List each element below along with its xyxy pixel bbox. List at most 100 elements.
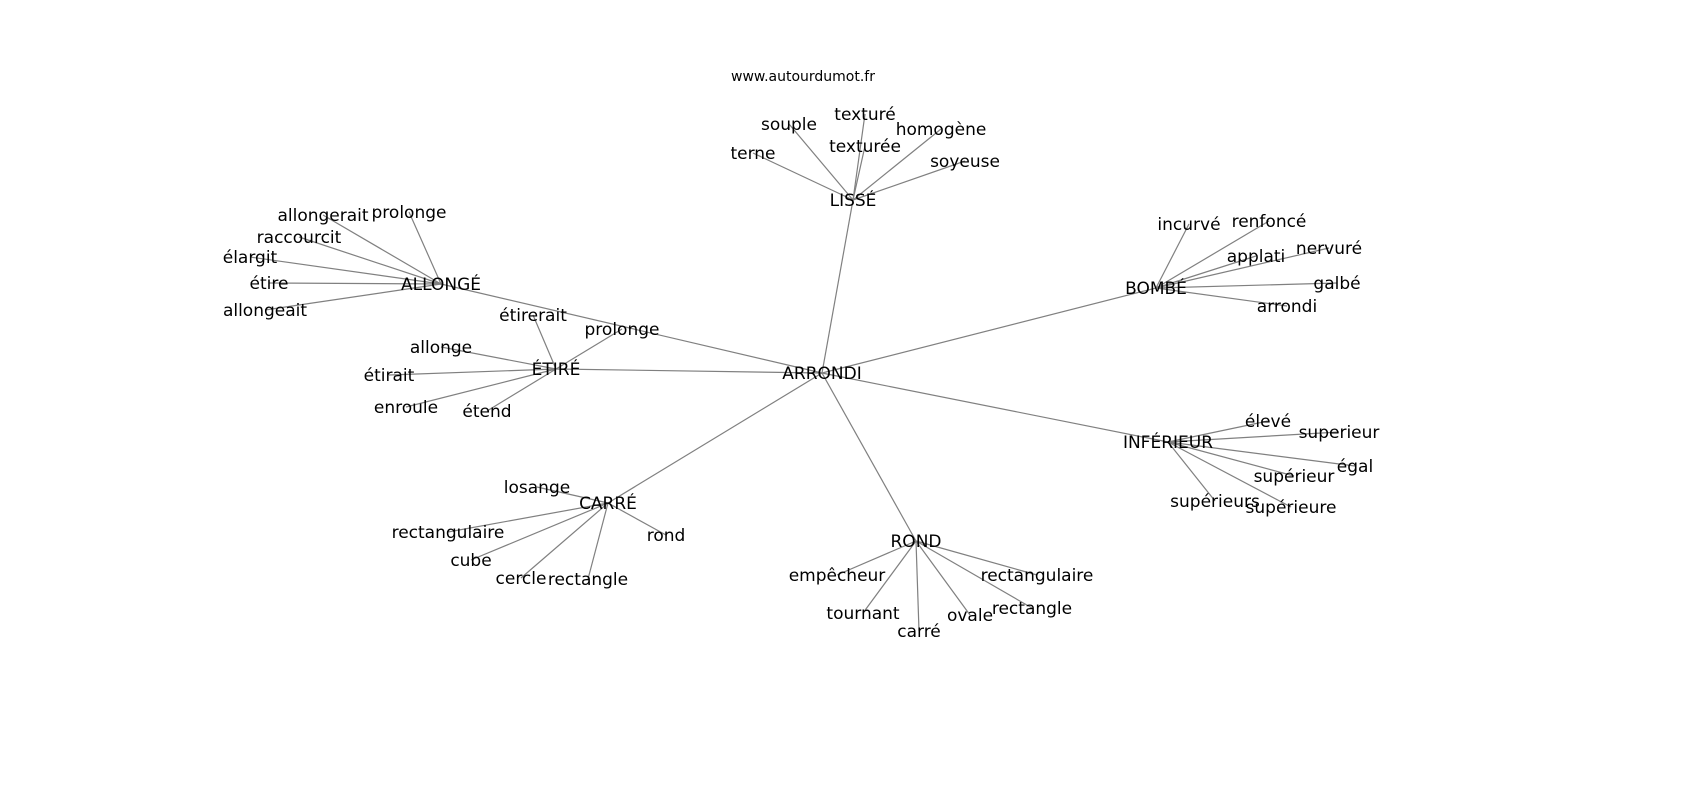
node-superieur[interactable]: superieur <box>1299 423 1380 443</box>
edge-arrondi_c-allonge_c <box>440 283 823 374</box>
edge-arrondi_c-lisse <box>821 199 854 374</box>
edge-arrondi_c-carre_c <box>607 372 823 504</box>
edge-lisse-soyeuse <box>852 160 966 201</box>
node-cercle[interactable]: cercle <box>496 569 547 589</box>
node-superieure[interactable]: supérieure <box>1246 498 1337 518</box>
node-homogene[interactable]: homogène <box>896 120 987 140</box>
node-prolonge[interactable]: prolonge <box>585 320 660 340</box>
node-superieurs[interactable]: supérieurs <box>1170 492 1260 512</box>
edges <box>249 113 1356 632</box>
node-carre[interactable]: CARRÉ <box>579 492 637 514</box>
node-soyeuse[interactable]: soyeuse <box>930 152 1000 172</box>
node-inferieur[interactable]: INFÉRIEUR <box>1123 431 1213 453</box>
node-renfonce[interactable]: renfoncé <box>1232 212 1307 232</box>
edge-bombe-arrondi <box>1155 287 1288 307</box>
node-tournant[interactable]: tournant <box>826 604 899 624</box>
edge-bombe-renfonce <box>1155 220 1270 289</box>
edge-rond_c-tournant <box>862 540 917 614</box>
node-arrondi[interactable]: ARRONDI <box>782 364 861 384</box>
node-applati[interactable]: applati <box>1227 247 1286 267</box>
node-carre[interactable]: carré <box>897 622 941 642</box>
edge-lisse-texture <box>852 113 866 201</box>
node-superieur[interactable]: supérieur <box>1254 467 1335 487</box>
node-etend[interactable]: étend <box>462 402 511 422</box>
node-allongerait[interactable]: allongerait <box>277 206 368 226</box>
edge-carre_c-rectangle1 <box>587 502 609 580</box>
node-lisse[interactable]: LISSÉ <box>830 189 877 211</box>
nodes: ARRONDI LISSÉ terne souple texturé texturéeho… <box>223 105 1380 642</box>
node-rectangulaire[interactable]: rectangulaire <box>392 523 505 543</box>
node-etire[interactable]: étire <box>250 274 289 294</box>
edge-bombe-nervure <box>1155 247 1330 289</box>
node-nervure[interactable]: nervuré <box>1296 239 1362 259</box>
edge-bombe-applati <box>1155 255 1257 289</box>
site-title: www.autourdumot.fr <box>731 69 875 85</box>
edge-allonge_c-etire <box>268 282 442 285</box>
node-etirerait[interactable]: étirerait <box>499 306 567 326</box>
edge-etire_c-enroule <box>405 368 557 408</box>
node-allonge[interactable]: allonge <box>410 338 472 358</box>
node-texturee[interactable]: texturée <box>829 137 901 157</box>
node-allonge[interactable]: ALLONGÉ <box>401 273 481 295</box>
edge-etire_c-etirerait <box>532 314 557 370</box>
edge-carre_c-cube <box>470 502 609 561</box>
node-rectangle[interactable]: rectangle <box>992 599 1072 619</box>
edge-allonge_c-raccourcit <box>298 236 442 285</box>
edge-etire_c-allonge <box>440 346 557 370</box>
edge-arrondi_c-rond_c <box>821 372 917 542</box>
node-egal[interactable]: égal <box>1337 457 1373 477</box>
node-galbe[interactable]: galbé <box>1313 274 1360 294</box>
node-terne[interactable]: terne <box>730 144 775 164</box>
node-eleve[interactable]: élevé <box>1245 412 1291 432</box>
edge-etire_c-prolonge2 <box>555 328 623 370</box>
node-elargit[interactable]: élargit <box>223 248 278 268</box>
node-raccourcit[interactable]: raccourcit <box>257 228 342 248</box>
edge-etire_c-etirait <box>388 368 557 376</box>
edge-lisse-homogene <box>852 128 942 201</box>
edge-arrondi_c-etire_c <box>555 368 823 374</box>
node-etire[interactable]: ÉTIRÉ <box>532 358 581 380</box>
node-rectangle[interactable]: rectangle <box>548 570 628 590</box>
edge-allonge_c-allongerait <box>322 214 442 285</box>
node-texture[interactable]: texturé <box>834 105 895 125</box>
node-losange[interactable]: losange <box>504 478 570 498</box>
edge-rond_c-rectangle2 <box>915 540 1033 609</box>
edge-etire_c-etend <box>486 368 557 412</box>
node-etirait[interactable]: étirait <box>364 366 415 386</box>
edge-carre_c-rectangulaire1 <box>447 502 609 533</box>
node-empecheur[interactable]: empêcheur <box>789 566 886 586</box>
edge-carre_c-rond <box>607 502 667 536</box>
edge-allonge_c-prolonge1 <box>408 211 442 285</box>
edge-inferieur-egal <box>1167 441 1356 467</box>
edge-inferieur-superieur1 <box>1167 431 1340 443</box>
edge-inferieur-superieurs <box>1167 441 1216 502</box>
node-rond[interactable]: rond <box>647 526 686 546</box>
edge-rond_c-carre <box>915 540 920 632</box>
edge-inferieur-superieure <box>1167 441 1292 508</box>
edge-rond_c-empecheur <box>836 540 917 576</box>
node-rond[interactable]: ROND <box>891 532 942 552</box>
edge-lisse-terne <box>752 152 854 201</box>
edge-lisse-texturee <box>852 145 866 201</box>
node-souple[interactable]: souple <box>761 115 817 135</box>
node-incurve[interactable]: incurvé <box>1157 215 1220 235</box>
edge-carre_c-losange <box>536 486 609 504</box>
edge-arrondi_c-bombe <box>821 287 1157 374</box>
node-prolonge[interactable]: prolonge <box>372 203 447 223</box>
edge-arrondi_c-inferieur <box>821 372 1169 443</box>
edge-bombe-galbe <box>1155 282 1338 289</box>
edge-lisse-souple <box>788 123 854 201</box>
node-cube[interactable]: cube <box>450 551 491 571</box>
edge-inferieur-eleve <box>1167 420 1269 443</box>
node-bombe[interactable]: BOMBÉ <box>1125 277 1187 299</box>
edge-rond_c-rectangulaire2 <box>915 540 1038 576</box>
node-arrondi[interactable]: arrondi <box>1257 297 1317 317</box>
edge-rond_c-ovale <box>915 540 971 616</box>
node-ovale[interactable]: ovale <box>947 606 993 626</box>
edge-inferieur-superieur2 <box>1167 441 1295 477</box>
node-allongeait[interactable]: allongeait <box>223 301 307 321</box>
edge-allonge_c-allongeait <box>264 283 442 311</box>
node-enroule[interactable]: enroule <box>374 398 438 418</box>
node-rectangulaire[interactable]: rectangulaire <box>981 566 1094 586</box>
